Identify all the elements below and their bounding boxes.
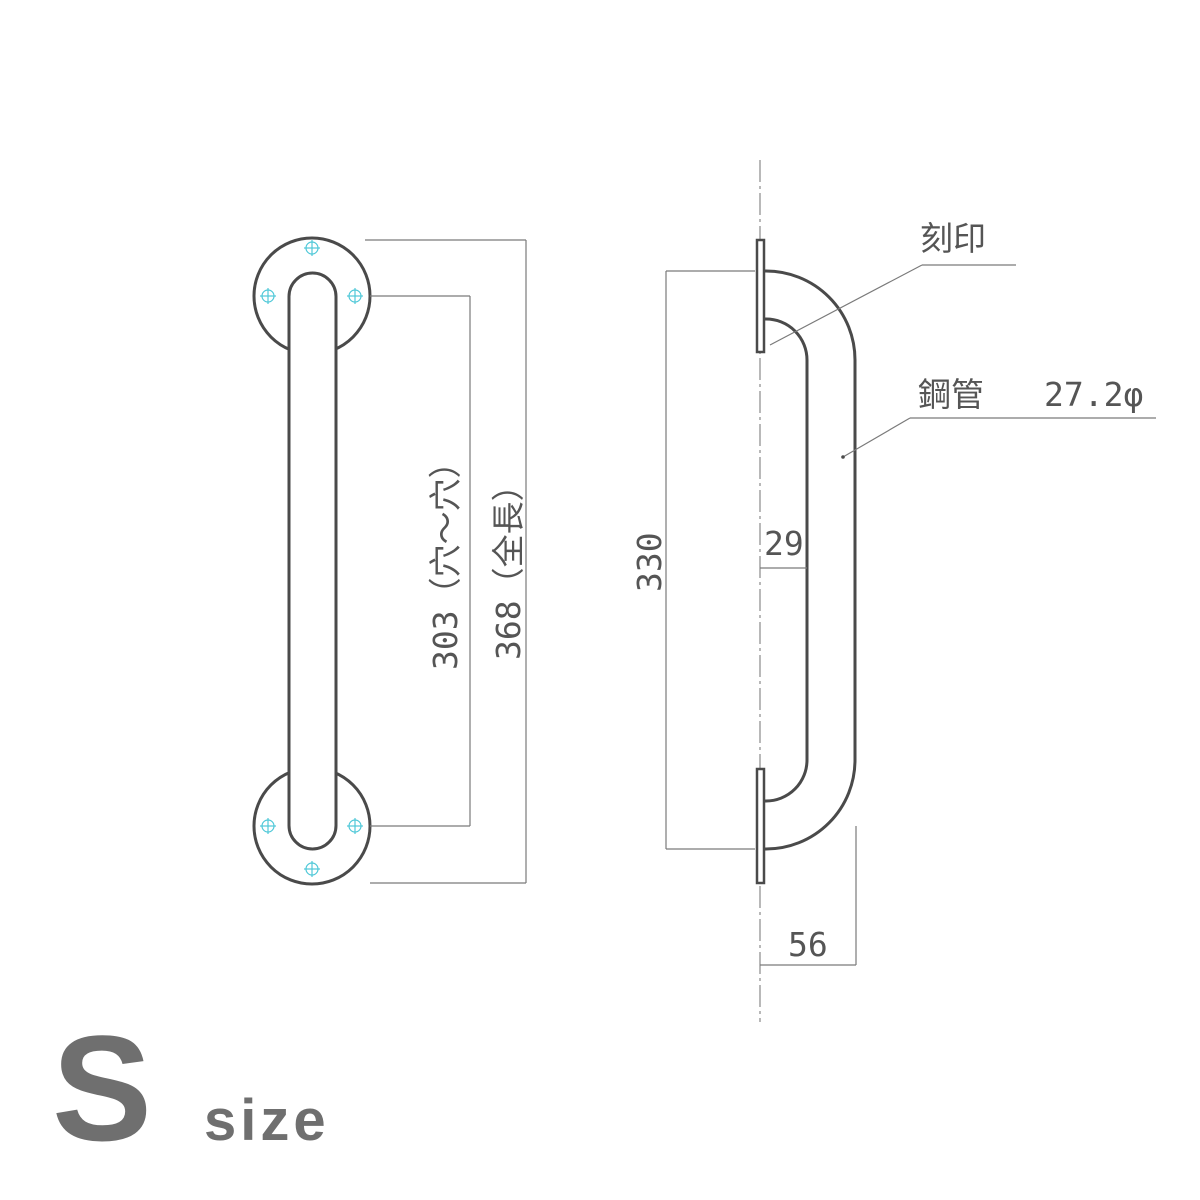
depth-dimension: 56: [788, 925, 828, 964]
screw-icon: [304, 861, 320, 877]
bottom-wall-plate: [755, 767, 766, 885]
pipe-outer-contour: [764, 269, 857, 851]
engraving-label: 刻印: [920, 219, 986, 258]
side-dimension-lines: [665, 270, 857, 966]
size-letter: S: [52, 1004, 152, 1172]
steel-pipe-label: 鋼管: [918, 375, 984, 414]
top-wall-plate: [755, 238, 766, 354]
screw-icon: [260, 288, 276, 304]
hole-to-hole-dimension: 303（穴～穴）: [426, 445, 465, 670]
inner-gap-dimension: 29: [764, 524, 804, 563]
screw-icon: [347, 818, 363, 834]
leader-lines: [769, 264, 1156, 459]
front-view: 303（穴～穴） 368（全長）: [252, 236, 528, 886]
pipe-inner-contour: [764, 317, 809, 803]
screw-icon: [347, 288, 363, 304]
screw-icon: [260, 818, 276, 834]
size-word: size: [204, 1088, 330, 1153]
size-badge: S size: [52, 1004, 330, 1172]
height-dimension: 330: [630, 532, 669, 592]
total-length-dimension: 368（全長）: [489, 468, 528, 660]
side-view: 刻印 鋼管 27.2φ 330 29 56: [630, 160, 1156, 1022]
pipe-diameter-label: 27.2φ: [1044, 375, 1143, 414]
front-dimension-lines: [365, 239, 527, 884]
screw-icon: [304, 240, 320, 256]
grab-bar-body: [287, 271, 338, 851]
